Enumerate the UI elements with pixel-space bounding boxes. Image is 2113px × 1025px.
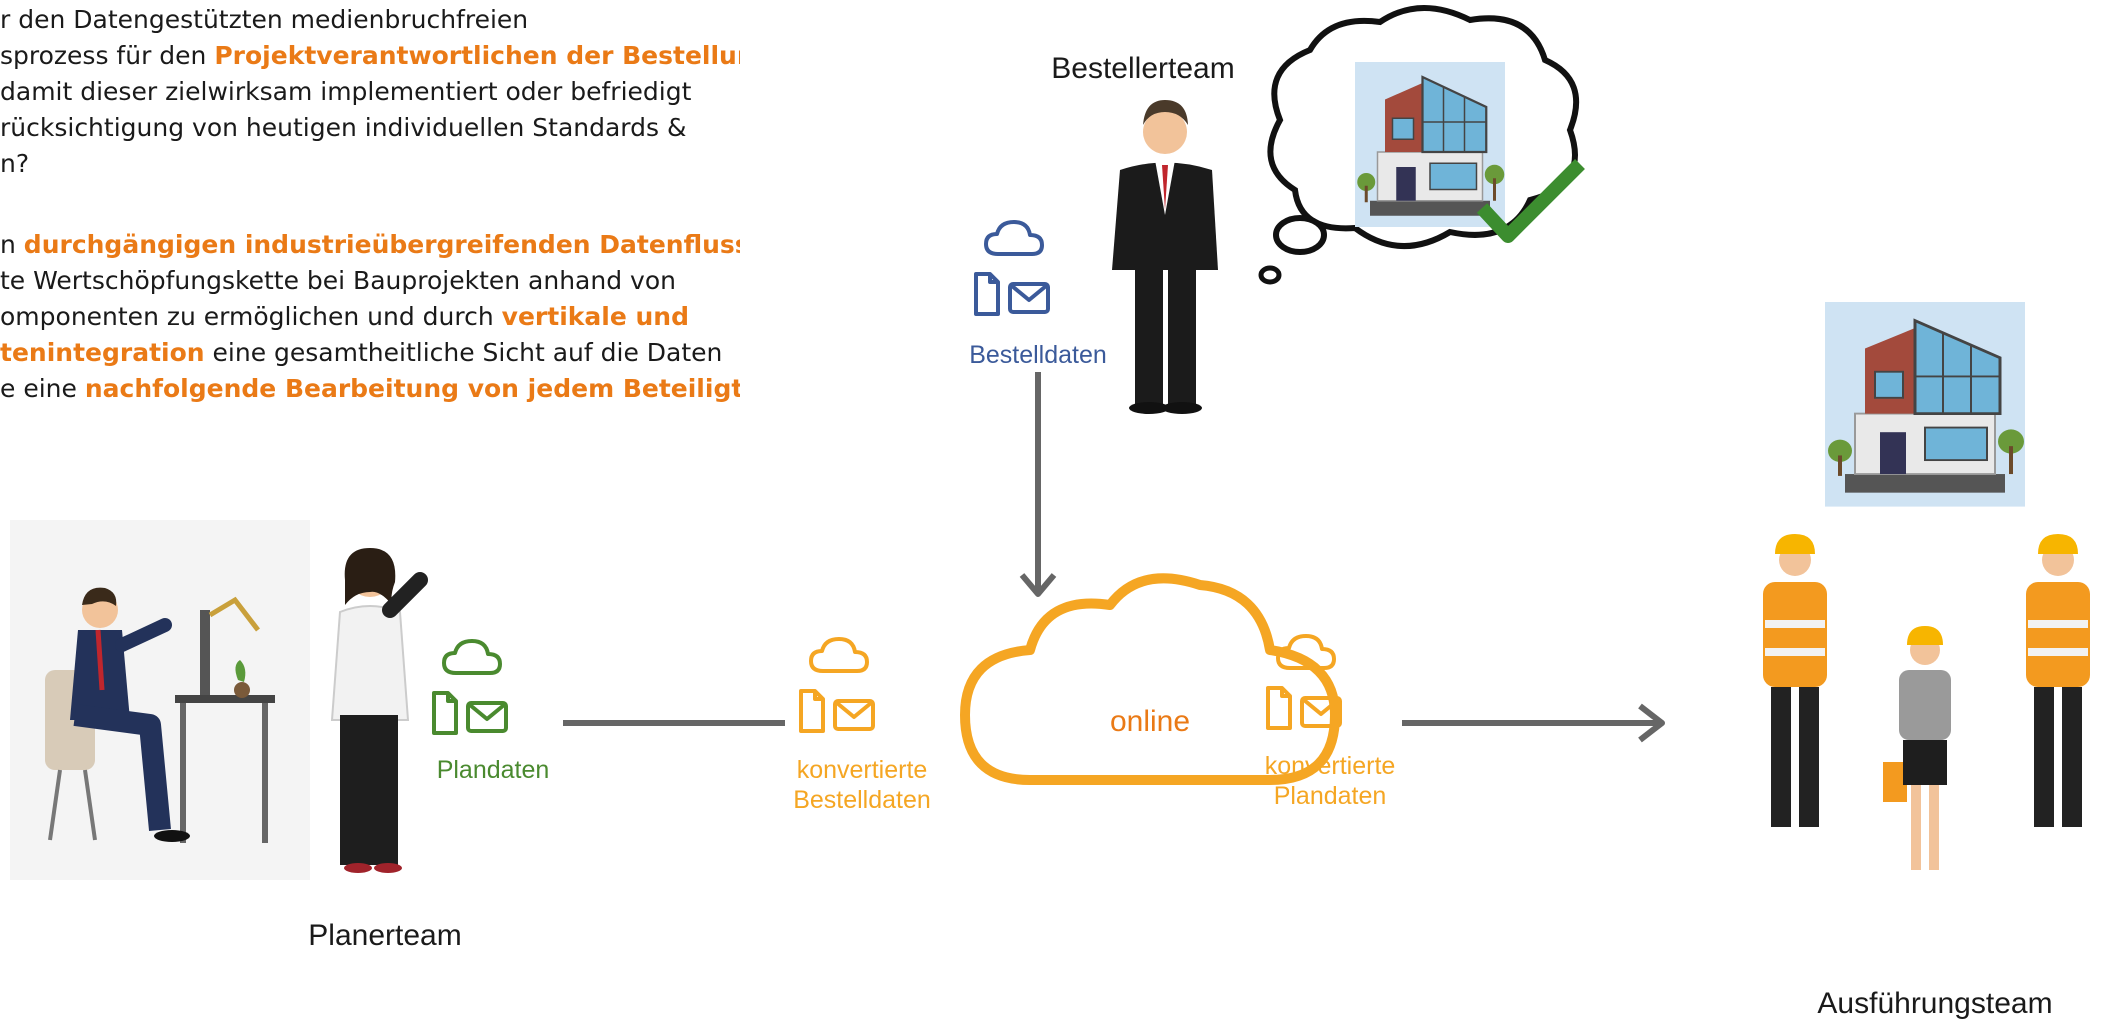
- intro-line: n durchgängigen industrieübergreifenden …: [0, 227, 740, 263]
- highlighted-text: tenintegration: [0, 338, 205, 367]
- highlighted-text: nachfolgende Bearbeitung von jedem Betei…: [84, 374, 740, 403]
- body-text: sprozess für den: [0, 41, 215, 70]
- body-text: n: [0, 230, 24, 259]
- online-cloud-icon: [960, 573, 1340, 785]
- body-text: damit dieser zielwirksam implementiert o…: [0, 77, 692, 106]
- thought-bubble: [1258, 5, 1580, 285]
- highlighted-text: Projektverantwortlichen der Bestellung: [214, 41, 740, 70]
- planning-data-icon: [432, 639, 508, 735]
- planning-team-label: Planerteam: [308, 919, 461, 952]
- ordering-team-label: Bestellerteam: [1051, 52, 1234, 85]
- body-text: omponenten zu ermöglichen und durch: [0, 302, 502, 331]
- house-illustration: [1823, 300, 2027, 509]
- highlighted-text: durchgängigen industrieübergreifenden Da…: [23, 230, 740, 259]
- intro-line: rücksichtigung von heutigen individuelle…: [0, 110, 740, 146]
- intro-line: sprozess für den Projektverantwortlichen…: [0, 38, 740, 74]
- intro-line: n?: [0, 146, 740, 182]
- planner-desk-illustration: [10, 520, 310, 880]
- converted-order-label-2: Bestelldaten: [793, 786, 931, 814]
- converted-order-data-icon: [799, 637, 875, 733]
- ordering-person-illustration: [1112, 100, 1218, 414]
- checkmark-icon: [1476, 159, 1585, 243]
- intro-paragraph-1: r den Datengestützten medienbruchfreien s…: [0, 2, 740, 182]
- planner-person-illustration: [330, 548, 428, 873]
- body-text: e eine: [0, 374, 85, 403]
- body-text: r den Datengestützten medienbruchfreien: [0, 5, 529, 34]
- body-text: n?: [0, 149, 30, 178]
- intro-line: omponenten zu ermöglichen und durch vert…: [0, 299, 740, 335]
- arrow-icon: [1019, 372, 1057, 597]
- converted-plan-label-1: konvertierte: [1265, 752, 1396, 780]
- intro-paragraph-2: n durchgängigen industrieübergreifenden …: [0, 227, 740, 407]
- body-text: rücksichtigung von heutigen individuelle…: [0, 113, 687, 142]
- converted-plan-label-2: Plandaten: [1274, 782, 1387, 810]
- intro-line: r den Datengestützten medienbruchfreien: [0, 2, 740, 38]
- intro-line: e eine nachfolgende Bearbeitung von jede…: [0, 371, 740, 407]
- highlighted-text: vertikale und: [501, 302, 689, 331]
- execution-team-label: Ausführungsteam: [1817, 987, 2052, 1020]
- arrow-icon: [1402, 703, 1665, 743]
- converted-order-label-1: konvertierte: [797, 756, 928, 784]
- ordering-data-label: Bestelldaten: [969, 341, 1107, 369]
- body-text: te Wertschöpfungskette bei Bauprojekten …: [0, 266, 676, 295]
- intro-line: tenintegration eine gesamtheitliche Sich…: [0, 335, 740, 371]
- ordering-data-icon: [974, 220, 1050, 316]
- body-text: eine gesamtheitliche Sicht auf die Daten: [204, 338, 723, 367]
- planning-data-label: Plandaten: [437, 756, 550, 784]
- online-label: online: [1110, 705, 1190, 738]
- intro-line: damit dieser zielwirksam implementiert o…: [0, 74, 740, 110]
- execution-team-illustration: [1763, 534, 2090, 870]
- intro-line: te Wertschöpfungskette bei Bauprojekten …: [0, 263, 740, 299]
